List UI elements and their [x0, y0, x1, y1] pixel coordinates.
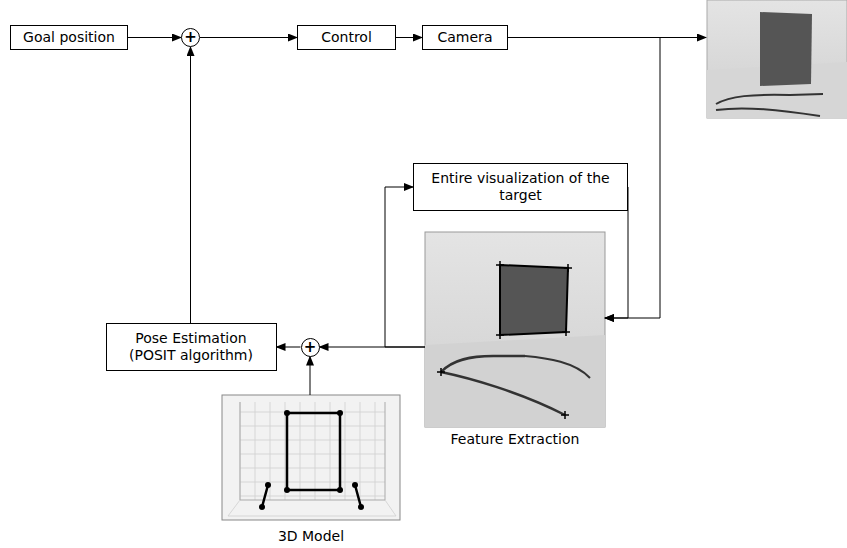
photo-feed-line — [660, 37, 706, 38]
box-label: Goal position — [23, 29, 115, 46]
signal-arrow — [396, 37, 422, 38]
signal-arrow — [277, 347, 301, 348]
process-box: Pose Estimation (POSIT algorithm) — [106, 323, 277, 371]
model-picture — [222, 395, 400, 520]
summing-junction: + — [301, 338, 320, 357]
image-caption: 3D Model — [275, 528, 347, 545]
image-node: Feature Extraction — [425, 232, 605, 448]
box-label: Entire visualization of the target — [430, 170, 612, 204]
process-box: Entire visualization of the target — [413, 163, 628, 211]
signal-arrow — [128, 37, 181, 38]
camera-photo — [707, 0, 847, 118]
feature-marks — [437, 261, 572, 419]
box-label: Control — [321, 29, 372, 46]
signal-arrow — [200, 37, 297, 38]
image-node: 3D Model — [222, 395, 400, 545]
signal-arrow — [310, 357, 311, 396]
box-label: Pose Estimation (POSIT algorithm) — [114, 330, 269, 364]
input-box: Goal position — [10, 25, 128, 50]
process-box: Camera — [422, 25, 508, 50]
process-box: Control — [297, 25, 396, 50]
sum-sign: + — [304, 340, 317, 355]
signal-arrow — [190, 47, 191, 323]
box-label: Camera — [438, 29, 493, 46]
sum-sign: + — [184, 30, 197, 45]
summing-junction: + — [181, 28, 200, 47]
feature-photo — [425, 232, 605, 427]
image-caption: Feature Extraction — [448, 431, 583, 448]
signal-arrow — [385, 187, 425, 347]
